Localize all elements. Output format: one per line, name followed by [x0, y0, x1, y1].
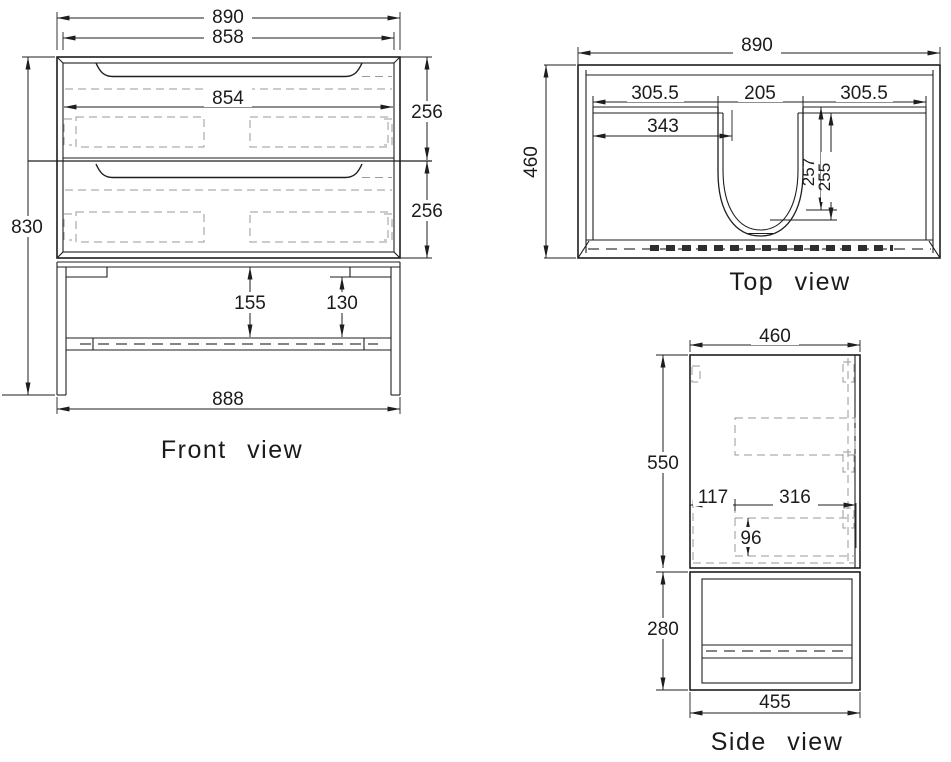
front-dim-drawer-heights: 256 256 [400, 56, 450, 259]
top-dim-basin-chain: 305.5 205 305.5 [592, 83, 927, 108]
dim-label-460-top: 460 [521, 146, 542, 178]
dim-label-305-right: 305.5 [840, 83, 888, 104]
front-dim-inner-width: 858 [62, 26, 395, 50]
side-view: 460 550 280 117 316 96 [640, 326, 861, 756]
top-front-edge-strip [588, 245, 931, 251]
basin-u-cutout [717, 107, 804, 237]
side-leg-frame [689, 571, 861, 691]
top-view: 890 305.5 205 305.5 343 257 [521, 35, 941, 296]
dim-label-858: 858 [212, 27, 244, 48]
front-dim-leg-inner: 130 [319, 276, 365, 337]
side-dim-runner-chain: 117 316 [690, 487, 857, 548]
top-dim-left-panel: 343 [593, 110, 733, 141]
dim-label-830: 830 [11, 217, 43, 238]
dim-label-255: 255 [815, 163, 834, 191]
top-dim-overall-width: 890 [577, 35, 941, 64]
front-dim-leg-space: 155 [227, 267, 273, 337]
dim-label-890-top: 890 [741, 35, 773, 56]
front-drawer-divider [28, 157, 432, 162]
side-hidden-details [691, 358, 856, 564]
front-drawer-bottom [63, 163, 393, 243]
dim-label-155: 155 [234, 293, 266, 314]
front-dim-drawer-width: 854 [64, 88, 393, 110]
dim-label-343: 343 [647, 116, 679, 137]
side-view-title: Side view [711, 728, 844, 756]
side-dim-runner-height: 96 [736, 518, 766, 556]
top-view-title: Top view [729, 268, 850, 296]
dim-label-888: 888 [212, 389, 244, 410]
top-cabinet-outline [577, 64, 941, 259]
top-dim-basin-depths: 257 255 [770, 107, 837, 221]
dim-label-205: 205 [744, 83, 776, 104]
side-dim-depth: 460 [689, 326, 861, 352]
dim-label-256-top: 256 [411, 102, 443, 123]
dim-label-257: 257 [799, 158, 818, 186]
dim-label-130: 130 [326, 293, 358, 314]
dim-label-550: 550 [647, 453, 679, 474]
front-dim-overall-height: 830 [2, 56, 55, 396]
dim-label-890-front: 890 [212, 7, 244, 28]
dim-label-280: 280 [647, 619, 679, 640]
top-dim-depth: 460 [521, 64, 576, 259]
dim-label-117: 117 [698, 487, 728, 508]
dim-label-455: 455 [759, 692, 791, 713]
side-dim-cabinet-height: 550 [640, 354, 688, 568]
dim-label-316: 316 [779, 487, 811, 508]
side-dim-leg-height: 280 [640, 571, 688, 691]
dim-label-854: 854 [212, 88, 244, 109]
front-leg-frame [56, 261, 401, 396]
dim-label-256-bottom: 256 [411, 201, 443, 222]
side-dim-base-depth: 455 [689, 692, 861, 718]
front-dim-overall-width: 890 [56, 6, 401, 50]
side-cabinet-outline [689, 354, 861, 573]
dim-label-305-left: 305.5 [631, 83, 679, 104]
front-dim-base-width: 888 [56, 389, 401, 414]
front-view-title: Front view [161, 436, 303, 464]
dim-label-96: 96 [740, 528, 761, 549]
dim-label-460-side: 460 [759, 326, 791, 347]
front-view: 890 858 854 256 256 [2, 6, 450, 464]
